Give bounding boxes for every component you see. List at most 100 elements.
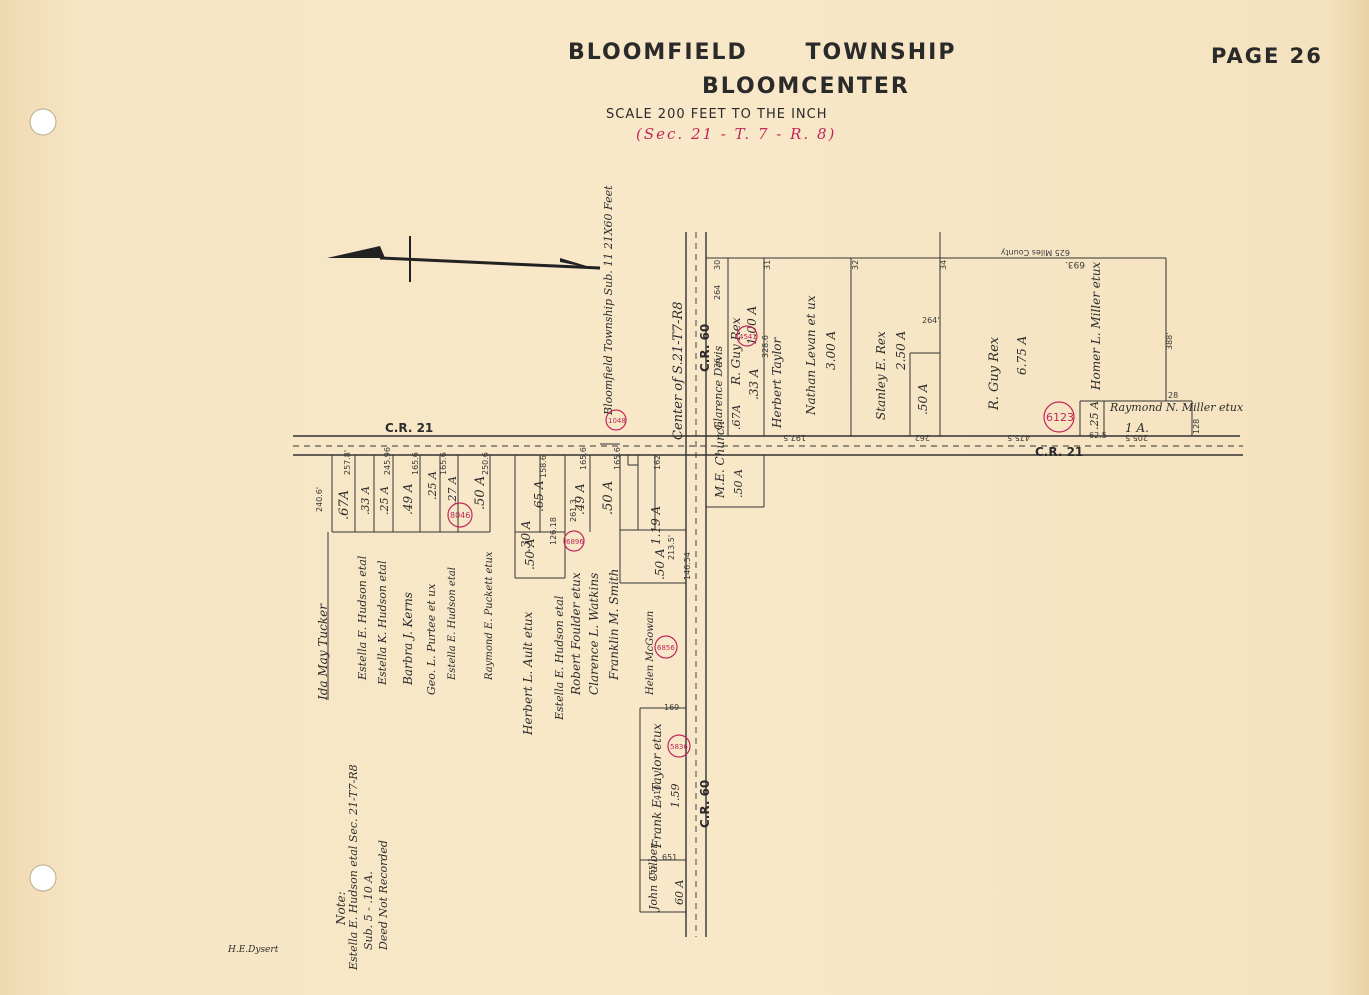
owner-label: Stanley E. Rex [874, 331, 888, 420]
owner-label: Herbert Taylor [770, 336, 784, 429]
stamp-number: 6123 [1046, 411, 1074, 424]
dimension-value: 62.5 [1089, 431, 1107, 440]
surveyor-signature: H.E.Dysert [227, 945, 279, 955]
dimension-value: 388' [1165, 333, 1174, 350]
note-line-1: Estella E. Hudson etal Sec. 21-T7-R8 [347, 764, 360, 971]
binder-hole-top [29, 108, 57, 136]
dimension-value: 169 [664, 703, 679, 712]
red-circle-stamp: 6123 [1043, 401, 1075, 433]
acre-label: .50 A [473, 476, 488, 510]
red-circle-stamp: 5836 [667, 734, 691, 758]
dimension-value: 475.5 [1007, 433, 1030, 442]
dimension-value: 250.6 [481, 452, 490, 475]
dimension-value: 693. [1065, 259, 1085, 269]
red-circle-stamp: 1048 [605, 409, 627, 431]
dimension-value: 158.6 [539, 455, 548, 478]
red-circle-stamp: 8046 [447, 502, 473, 528]
note-line-2: Sub. 5 - .10 A. [362, 871, 375, 950]
acre-label: .50 A [916, 383, 930, 415]
red-circle-stamp: 4541 [736, 325, 758, 347]
owner-label: Raymond E. Puckett etux [484, 551, 495, 681]
dimension-value: 205.5 [1125, 433, 1148, 442]
owner-label: Herbert L. Ault etux [521, 611, 535, 736]
dimension-value: 651 [662, 853, 677, 862]
deed-note: Note: Estella E. Hudson etal Sec. 21-T7-… [334, 764, 390, 971]
acre-label: .25 A [426, 471, 439, 500]
cr21-west-label: C.R. 21 [385, 421, 433, 435]
dimension-value: 165.6 [411, 452, 420, 475]
red-circle-stamp: 6856 [654, 635, 678, 659]
township-word: TOWNSHIP [805, 40, 957, 65]
owner-label: Clarence Davis [712, 345, 725, 430]
dimension-value: 34 [939, 260, 948, 270]
acre-label: 6.75 A [1015, 335, 1029, 375]
acre-label: 60 A [673, 880, 686, 905]
county-road-60 [685, 232, 707, 937]
owner-label: Frank E. Taylor etux [650, 723, 664, 849]
owner-label: Geo. L. Purtee et ux [425, 583, 438, 695]
dimension-labels: 240.6' 257.8' 245.96 165.6 165.6 250.6 1… [315, 248, 1201, 880]
owner-label: R. Guy Rex [729, 317, 743, 386]
county-road-21 [293, 435, 1243, 456]
dimension-value: 165' [648, 863, 657, 880]
note-label: Note: [334, 891, 348, 926]
church-acres: .50 A [732, 469, 745, 498]
dimension-value: 165.6 [579, 447, 588, 470]
owner-label: Ida May Tucker [316, 603, 330, 701]
church-parcel: M.E. Church .50 A [713, 421, 745, 499]
dimension-value: 245.96 [383, 447, 392, 475]
acre-label: .33 A [359, 486, 372, 515]
red-circle-stamps: 8046 6896 6856 5836 4541 6123 [447, 325, 1075, 758]
dimension-value: 328.6 [761, 335, 770, 358]
owner-label: Nathan Levan et ux [804, 295, 818, 416]
east-parcel-labels: Clarence Davis .67A R. Guy Rex 1.00 A He… [712, 262, 1244, 435]
township-name: BLOOMFIELD [568, 40, 748, 65]
owner-label: Estella E. Hudson etal [553, 595, 566, 721]
red-circle-stamp: 6896 [563, 530, 585, 552]
bloomcenter-title: BLOOMCENTER [702, 74, 910, 99]
acre-label: .49 A [401, 483, 415, 515]
west-owner-labels: Ida May Tucker Estella E. Hudson etal Es… [316, 551, 664, 912]
dimension-value: 213.5' [667, 535, 676, 560]
cr21-east-label: C.R. 21 [1035, 445, 1083, 459]
acre-label: 2.50 A [894, 330, 908, 371]
west-acre-labels: .67A .33 A .25 A .49 A .25 A .27 A .50 A… [337, 471, 686, 905]
dimension-value: 262 [915, 433, 930, 442]
dimension-value: 257.8' [343, 450, 352, 475]
acre-label: .33 A [747, 368, 761, 400]
owner-label: Robert Foulder etux [569, 572, 583, 696]
dimension-value: 126.18 [549, 517, 558, 545]
dimension-value: 264 [713, 285, 722, 300]
dimension-value: 28 [1168, 391, 1178, 400]
dimension-value: 36 [713, 358, 722, 368]
acre-label: .50 A [601, 481, 616, 515]
acre-label: .50 A [523, 538, 537, 570]
east-parcel-lines [706, 232, 1193, 508]
owner-label: Estella K. Hudson etal [376, 560, 389, 686]
section-center-label: Center of S.21-T7-R8 [671, 302, 686, 441]
owner-label: Raymond N. Miller etux [1109, 401, 1244, 414]
cr60-south-label: C.R. 60 [698, 780, 712, 828]
acre-label: 1 A. [1125, 421, 1149, 435]
dimension-value: 165.6 [613, 447, 622, 470]
acre-label: 1.00 A [745, 305, 759, 345]
owner-label: Franklin M. Smith [607, 569, 621, 681]
note-line-3: Deed Not Recorded [377, 840, 390, 951]
stamp-number: 6896 [566, 538, 584, 546]
owner-label: Clarence L. Watkins [587, 573, 601, 695]
acre-label: 3.00 A [824, 330, 838, 370]
scale-note: SCALE 200 FEET TO THE INCH [606, 107, 828, 122]
dimension-value: 264' [922, 316, 939, 325]
binder-hole-bottom [29, 864, 57, 892]
owner-label: Homer L. Miller etux [1089, 262, 1103, 391]
owner-label: R. Guy Rex [987, 336, 1002, 411]
dimension-value: 625 Miles County [1000, 248, 1070, 257]
acre-label: .67A [730, 405, 743, 430]
dimension-value: 261.3 [569, 499, 578, 522]
dimension-value: 197.5 [783, 433, 806, 442]
owner-label: Barbra J. Kerns [401, 592, 415, 686]
section-ref: (Sec. 21 - T. 7 - R. 8) [636, 125, 837, 143]
stamp-number: 8046 [450, 511, 470, 520]
